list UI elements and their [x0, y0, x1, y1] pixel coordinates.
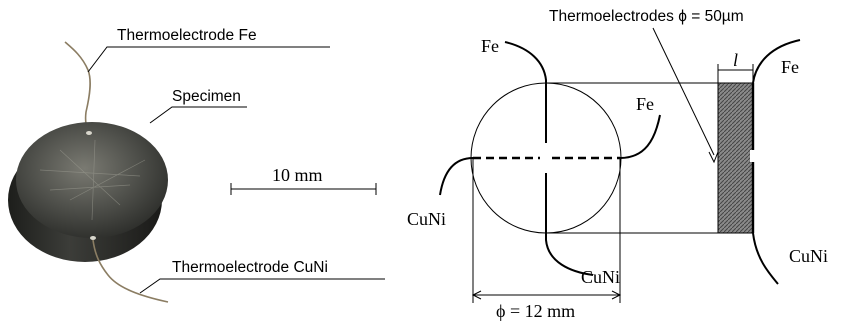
- schematic: l Fe CuNi Fe Fe CuNi CuNi Thermoelectrod…: [407, 8, 828, 321]
- cuni-wire-left: [439, 157, 474, 196]
- label-cuni-bottom: CuNi: [581, 267, 620, 287]
- leader-specimen: [149, 106, 247, 124]
- thermo-callout-arrow: [708, 151, 719, 164]
- cuni-solder-spot: [90, 236, 96, 240]
- side-fe-wire: [752, 39, 801, 84]
- label-fe-side: Fe: [781, 57, 799, 77]
- cuni-wire-bottom: [545, 173, 594, 276]
- specimen-side-view: [717, 82, 754, 234]
- scale-bar: 10 mm: [230, 165, 377, 195]
- disc-top: [16, 122, 168, 238]
- leader-thermo-cuni: [139, 278, 385, 294]
- label-fe-mid: Fe: [636, 94, 654, 114]
- specimen-photo: Thermoelectrode Fe Specimen Thermoelectr…: [8, 27, 385, 303]
- label-thermo-cuni: Thermoelectrode CuNi: [172, 259, 328, 276]
- thermo-callout-line: [652, 27, 715, 156]
- fe-wire-top: [504, 41, 547, 143]
- fe-wire-right: [619, 114, 661, 159]
- label-thermo-wires: Thermoelectrodes ϕ = 50µm: [549, 8, 744, 25]
- diameter-arrow-right: [611, 290, 622, 300]
- disc-scratches: [39, 139, 146, 221]
- label-cuni-left: CuNi: [407, 209, 446, 229]
- label-specimen: Specimen: [172, 88, 241, 105]
- label-fe-top: Fe: [481, 36, 499, 56]
- fe-wire-photo: [64, 41, 91, 131]
- fe-solder-spot: [86, 131, 92, 135]
- scale-bar-label: 10 mm: [272, 165, 323, 185]
- side-cuni-wire: [752, 232, 779, 285]
- diameter-arrow-left: [471, 290, 482, 300]
- label-cuni-side: CuNi: [789, 246, 828, 266]
- label-diameter: ϕ = 12 mm: [496, 301, 575, 321]
- leader-thermo-fe: [87, 46, 330, 73]
- label-thermo-fe: Thermoelectrode Fe: [117, 27, 257, 44]
- cuni-wire-photo: [92, 239, 169, 303]
- side-gap: [750, 150, 756, 162]
- thickness-label: l: [733, 50, 738, 70]
